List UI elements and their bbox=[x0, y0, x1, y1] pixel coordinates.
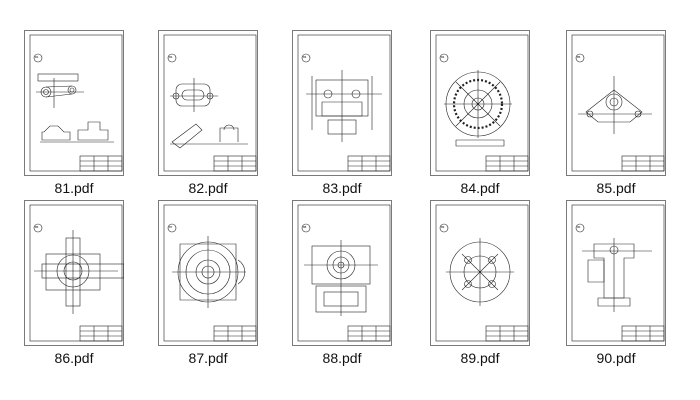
file-name[interactable]: 89.pdf bbox=[460, 350, 500, 366]
pdf-thumbnail[interactable]: 89 bbox=[430, 200, 530, 346]
page-number: 90 bbox=[577, 225, 581, 229]
page-number: 89 bbox=[441, 225, 445, 229]
page-number: 84 bbox=[441, 55, 445, 59]
pdf-thumbnail[interactable]: 90 bbox=[566, 200, 666, 346]
page-number: 81 bbox=[35, 55, 39, 59]
pdf-thumbnail[interactable]: 81 bbox=[24, 30, 124, 176]
page-number: 85 bbox=[577, 55, 581, 59]
file-name[interactable]: 81.pdf bbox=[54, 180, 94, 196]
pdf-thumbnail[interactable]: 84 bbox=[430, 30, 530, 176]
pdf-thumbnail[interactable]: 87 bbox=[158, 200, 258, 346]
file-name[interactable]: 87.pdf bbox=[188, 350, 228, 366]
pdf-thumbnail[interactable]: 82 bbox=[158, 30, 258, 176]
file-name[interactable]: 83.pdf bbox=[322, 180, 362, 196]
pdf-thumbnail[interactable]: 86 bbox=[24, 200, 124, 346]
page-number: 87 bbox=[169, 225, 173, 229]
pdf-thumbnail[interactable]: 85 bbox=[566, 30, 666, 176]
page-number: 88 bbox=[303, 225, 307, 229]
file-name[interactable]: 82.pdf bbox=[188, 180, 228, 196]
pdf-thumbnail[interactable]: 88 bbox=[292, 200, 392, 346]
page-number: 83 bbox=[303, 55, 307, 59]
file-name[interactable]: 84.pdf bbox=[460, 180, 500, 196]
pdf-thumbnail[interactable]: 83 bbox=[292, 30, 392, 176]
file-name[interactable]: 85.pdf bbox=[596, 180, 636, 196]
file-name[interactable]: 90.pdf bbox=[596, 350, 636, 366]
file-name[interactable]: 88.pdf bbox=[322, 350, 362, 366]
page-number: 86 bbox=[35, 225, 39, 229]
file-name[interactable]: 86.pdf bbox=[54, 350, 94, 366]
page-number: 82 bbox=[169, 55, 173, 59]
